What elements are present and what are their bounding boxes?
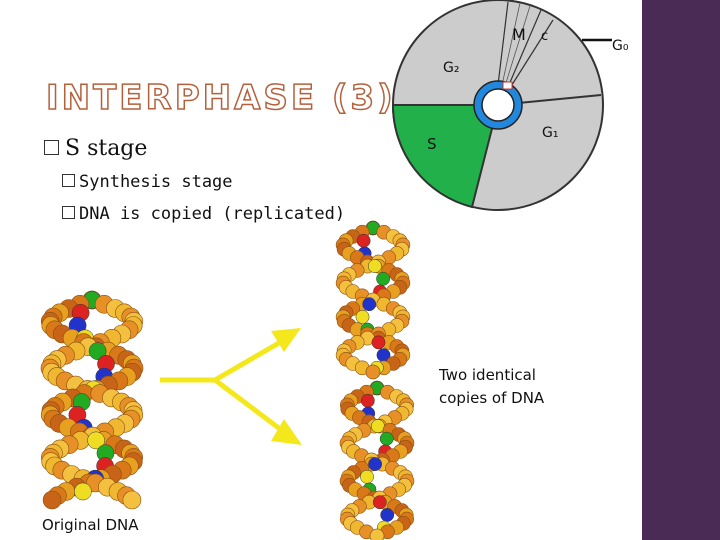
label-c: c: [541, 29, 548, 44]
original-dna-molecule: [40, 290, 144, 510]
sub-bullet-synthesis: Synthesis stage: [62, 172, 233, 192]
dna-atom: [365, 364, 381, 380]
dna-base: [368, 259, 382, 274]
s-phase-sector: [391, 104, 500, 209]
dna-base: [360, 393, 375, 408]
arrow-head-down: [271, 419, 302, 445]
dna-base: [362, 297, 377, 312]
label-m: M: [512, 25, 526, 44]
dna-atom: [369, 528, 385, 540]
bullet-text: S stage: [65, 136, 148, 161]
dna-base: [355, 310, 370, 324]
bullet-box-icon: [62, 173, 75, 187]
sidebar-band: [642, 0, 720, 540]
replication-arrow: [160, 337, 286, 434]
label-g1: G₁: [542, 125, 558, 141]
bullet-s-stage: S stage: [44, 136, 147, 161]
label-s: S: [427, 135, 437, 153]
dna-base: [74, 482, 92, 501]
dna-base: [380, 508, 395, 522]
c-wedge-line: [509, 19, 554, 89]
dna-base: [87, 431, 105, 450]
checkpoint-mark: [502, 81, 513, 90]
dna-base: [368, 457, 383, 472]
dna-atom: [122, 490, 142, 510]
m-wedge-line: [497, 1, 509, 86]
copies-caption-line2: copies of DNA: [439, 389, 545, 407]
label-g2: G₂: [443, 60, 459, 76]
slide-title: INTERPHASE (3): [45, 77, 396, 119]
sub-bullet-dna-copied: DNA is copied (replicated): [62, 204, 345, 224]
dna-base: [376, 271, 391, 286]
dna-atom: [42, 490, 62, 510]
dna-copy-bottom: [339, 380, 415, 540]
cycle-center-ring: [474, 81, 522, 129]
dna-base: [379, 431, 394, 446]
bullet-box-icon: [62, 205, 75, 219]
copies-caption-line1: Two identical: [439, 366, 536, 384]
sub-bullet-text: DNA is copied (replicated): [79, 204, 346, 224]
dna-base: [356, 233, 371, 248]
dna-base: [360, 469, 374, 484]
dna-base: [372, 495, 387, 510]
bullet-box-icon: [44, 139, 59, 155]
dna-base: [371, 335, 386, 350]
dna-copy-top: [335, 220, 411, 380]
dna-base: [371, 419, 385, 434]
arrow-head-up: [271, 328, 301, 352]
dna-base: [88, 342, 107, 360]
sub-bullet-text: Synthesis stage: [79, 172, 233, 192]
label-g0: G₀: [612, 38, 629, 54]
original-dna-caption: Original DNA: [42, 516, 139, 534]
